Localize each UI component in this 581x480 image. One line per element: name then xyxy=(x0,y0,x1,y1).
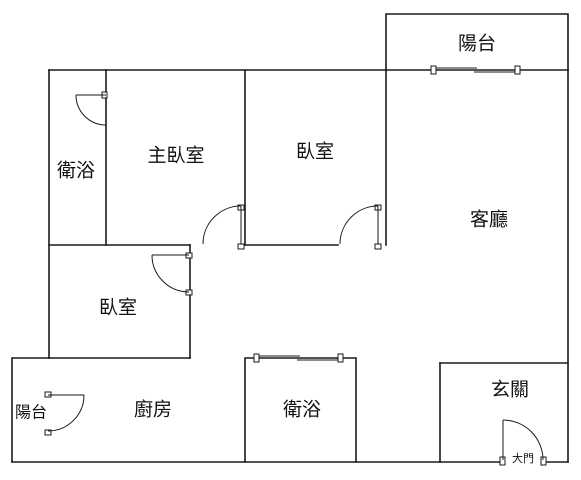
label-master-bedroom: 主臥室 xyxy=(147,145,204,167)
label-bedroom-middle: 臥室 xyxy=(296,141,334,163)
bath-lower-window-left-jamb xyxy=(253,353,260,363)
walls xyxy=(11,13,569,463)
label-bedroom-lower: 臥室 xyxy=(99,297,137,319)
door-bedroom-middle xyxy=(339,204,382,250)
label-balcony-left: 陽台 xyxy=(15,403,47,422)
label-main-door: 大門 xyxy=(512,451,534,465)
label-foyer: 玄關 xyxy=(491,379,529,401)
label-kitchen: 廚房 xyxy=(134,398,172,421)
door-master-bedroom xyxy=(202,204,245,250)
bath-lower-window-right-jamb xyxy=(337,353,344,363)
label-living-room: 客廳 xyxy=(470,209,508,231)
door-bedroom-lower xyxy=(151,252,193,296)
door-main-entrance xyxy=(499,419,547,466)
balcony-top-window-left-jamb xyxy=(430,65,437,75)
balcony-top-window-right-jamb xyxy=(514,65,521,75)
label-bath-left: 衛浴 xyxy=(57,160,95,182)
door-balcony-left xyxy=(44,391,85,436)
room-labels: 陽台 衛浴 主臥室 臥室 客廳 臥室 廚房 陽台 衛浴 玄關 大門 xyxy=(15,33,534,466)
balcony-left-wall xyxy=(11,357,50,463)
door-bath-left xyxy=(75,91,108,126)
bath-lower-wall xyxy=(244,357,357,463)
balcony-top-wall xyxy=(385,13,569,71)
windows xyxy=(253,65,521,363)
label-bath-lower: 衛浴 xyxy=(283,399,321,421)
doors xyxy=(44,91,547,466)
label-balcony-top: 陽台 xyxy=(458,33,496,55)
